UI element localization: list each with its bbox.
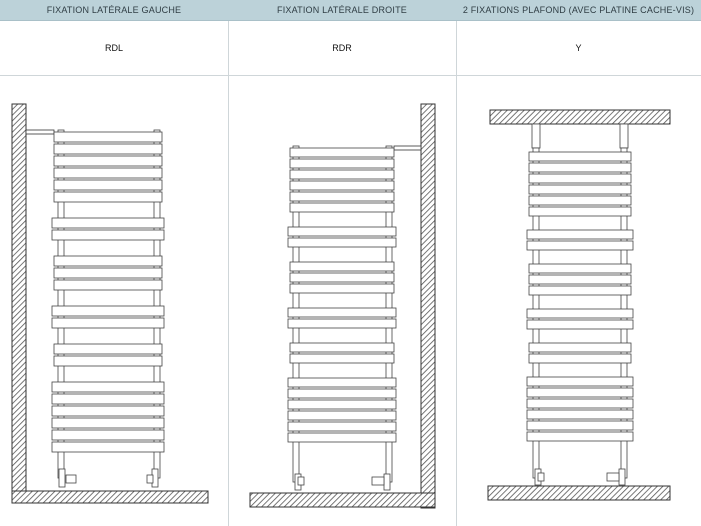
radiator-bar [51,393,165,405]
radiator-bar [528,274,632,285]
radiator-bar [289,169,395,180]
radiator-bar [289,261,395,272]
wall [11,103,27,495]
radiator-bar [51,317,165,329]
radiator-bar [287,237,397,248]
radiator-bars [526,151,634,442]
ceiling-rod-left [531,123,541,149]
radiator-bar [51,441,165,453]
radiator-bar [528,151,632,162]
radiator-bar [526,387,634,398]
radiator-bars [51,131,165,453]
radiator-bars [287,147,397,443]
valve-pipe-left [58,468,66,488]
radiator-bar [289,353,395,364]
radiator-bar [53,131,163,143]
radiator-bar [53,155,163,167]
radiator-bar [289,272,395,283]
radiator-bar [53,179,163,191]
ceiling-rod-right [619,123,629,149]
radiator-bar [289,180,395,191]
valve-right [146,474,154,484]
radiator-bar [526,240,634,251]
radiator-bar [528,263,632,274]
valve-left [65,474,77,484]
column-header: FIXATION LATÉRALE GAUCHE [0,0,228,21]
radiator-bar [51,405,165,417]
radiator-bar [526,409,634,420]
radiator-bar [51,229,165,241]
floor [11,490,209,504]
radiator-bar [287,388,397,399]
column-header: 2 FIXATIONS PLAFOND (AVEC PLATINE CACHE-… [456,0,701,21]
radiator-bar [289,191,395,202]
radiator-bar [287,421,397,432]
radiator-bar [53,167,163,179]
wall [420,103,436,509]
column-right-wall: FIXATION LATÉRALE DROITE RDR [228,0,457,526]
column-header: FIXATION LATÉRALE DROITE [228,0,456,21]
radiator-bar [528,342,632,353]
model-code: RDL [0,20,228,76]
radiator-bar [526,420,634,431]
valve-pipe-right [618,468,626,486]
radiator-bar [526,398,634,409]
radiator-bar [526,376,634,387]
radiator-bar [526,229,634,240]
ceiling [489,109,671,125]
radiator-bar [287,432,397,443]
radiator-bar [287,377,397,388]
radiator-bar [528,285,632,296]
radiator-bar [526,308,634,319]
radiator-bar [526,319,634,330]
floor [487,485,671,501]
radiator-bar [528,162,632,173]
radiator-bar [289,202,395,213]
radiator-bar [53,255,163,267]
radiator-bar [528,173,632,184]
column-ceiling: 2 FIXATIONS PLAFOND (AVEC PLATINE CACHE-… [456,0,701,526]
radiator-right-wall-diagram [249,103,436,509]
valve-right [606,472,620,482]
radiator-bar [528,206,632,217]
valve-left [297,476,305,486]
radiator-bar [528,195,632,206]
radiator-bar [53,355,163,367]
radiator-bar [528,353,632,364]
model-code: Y [456,20,701,76]
radiator-bar [289,158,395,169]
radiator-bar [289,283,395,294]
radiator-bar [289,147,395,158]
radiator-bar [51,429,165,441]
radiator-bar [53,143,163,155]
radiator-bar [287,226,397,237]
radiator-bar [51,305,165,317]
radiator-left-wall-diagram [11,103,209,504]
radiator-bar [287,399,397,410]
radiator-bar [51,381,165,393]
floor [249,492,436,508]
model-code: RDR [228,20,456,76]
radiator-ceiling-diagram [487,109,671,501]
radiator-bar [53,191,163,203]
radiator-bar [528,184,632,195]
radiator-bar [287,410,397,421]
radiator-bar [526,431,634,442]
radiator-bar [287,307,397,318]
radiator-bar [289,342,395,353]
valve-right [371,476,385,486]
radiator-bar [287,318,397,329]
column-left-wall: FIXATION LATÉRALE GAUCHE RDL [0,0,229,526]
valve-pipe-right [383,473,391,491]
radiator-bar [51,217,165,229]
radiator-bar [53,267,163,279]
radiator-bar [51,417,165,429]
wall-bracket [25,129,55,135]
valve-left [537,472,545,482]
wall-bracket [393,145,422,151]
radiator-bar [53,343,163,355]
radiator-bar [53,279,163,291]
